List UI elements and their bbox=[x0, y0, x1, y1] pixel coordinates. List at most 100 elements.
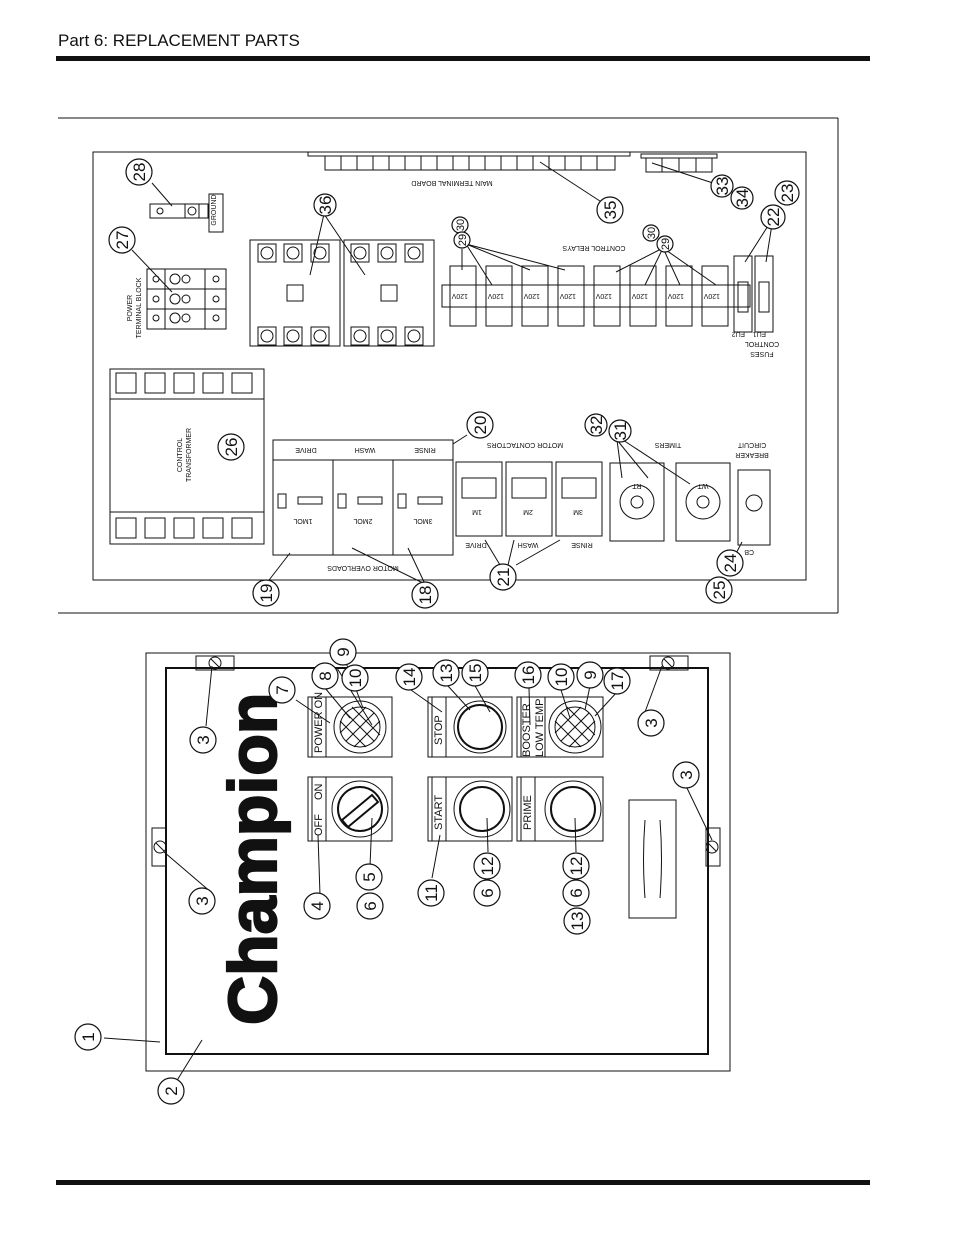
svg-text:18: 18 bbox=[416, 586, 435, 605]
callout-12-b: 12 bbox=[562, 852, 590, 880]
ground-lug: GROUND bbox=[149, 193, 224, 233]
callout-35: 35 bbox=[596, 196, 624, 224]
relay-6-voltage: 120V bbox=[631, 292, 648, 299]
callout-30-b: 30 bbox=[642, 224, 660, 242]
main-terminal-board: MAIN TERMINAL BOARD bbox=[307, 151, 631, 186]
callout-18: 18 bbox=[411, 581, 439, 609]
relay-4-voltage: 120V bbox=[559, 292, 576, 299]
svg-text:3: 3 bbox=[194, 735, 213, 744]
callout-10-b: 10 bbox=[547, 663, 575, 691]
control-fuses-label-2: FUSES bbox=[750, 350, 774, 357]
callout-19: 19 bbox=[252, 579, 280, 607]
svg-text:30: 30 bbox=[455, 219, 467, 231]
callout-9-b: 9 bbox=[576, 661, 604, 689]
svg-text:36: 36 bbox=[316, 196, 335, 215]
overload-top-label-1: DRIVE bbox=[295, 446, 317, 453]
callout-11: 11 bbox=[417, 879, 445, 907]
enclosure-outline bbox=[145, 652, 731, 1072]
off-on-selector-switch[interactable]: OFF ON bbox=[307, 776, 393, 842]
svg-text:10: 10 bbox=[346, 669, 365, 688]
svg-text:29: 29 bbox=[457, 234, 469, 246]
motor-overloads-label: MOTOR OVERLOADS bbox=[327, 564, 399, 571]
svg-text:35: 35 bbox=[601, 201, 620, 220]
callout-26: 26 bbox=[217, 433, 245, 461]
prime-button[interactable]: PRIME bbox=[516, 776, 604, 842]
timer-id-rt: RT bbox=[632, 482, 642, 489]
callout-1: 1 bbox=[74, 1023, 102, 1051]
callout-6-a: 6 bbox=[356, 892, 384, 920]
svg-text:15: 15 bbox=[466, 664, 485, 683]
booster-label: BOOSTER bbox=[521, 703, 533, 757]
svg-text:23: 23 bbox=[778, 184, 797, 203]
start-label: START bbox=[433, 795, 445, 830]
svg-text:13: 13 bbox=[568, 912, 587, 931]
svg-text:21: 21 bbox=[494, 568, 513, 587]
svg-text:3: 3 bbox=[193, 896, 212, 905]
svg-text:1: 1 bbox=[79, 1032, 98, 1041]
control-transformer-label-2: TRANSFORMER bbox=[186, 428, 193, 482]
relay-1-voltage: 120V bbox=[451, 292, 468, 299]
ground-label: GROUND bbox=[211, 194, 218, 225]
upper-panel: MAIN TERMINAL BOARD GROUND bbox=[58, 117, 839, 614]
large-contactors bbox=[249, 239, 435, 347]
svg-text:19: 19 bbox=[257, 584, 276, 603]
relay-3-voltage: 120V bbox=[523, 292, 540, 299]
callout-16: 16 bbox=[514, 661, 542, 689]
stop-button[interactable]: STOP bbox=[427, 696, 513, 758]
callout-22: 22 bbox=[760, 204, 786, 230]
callout-2: 2 bbox=[157, 1077, 185, 1105]
callout-20: 20 bbox=[466, 411, 494, 439]
svg-text:30: 30 bbox=[646, 227, 658, 239]
callout-17: 17 bbox=[603, 667, 631, 695]
circuit-breaker-label-1: CIRCUIT bbox=[737, 441, 766, 448]
svg-text:13: 13 bbox=[437, 664, 456, 683]
svg-text:20: 20 bbox=[471, 416, 490, 435]
svg-text:6: 6 bbox=[478, 888, 497, 897]
callout-4: 4 bbox=[303, 892, 331, 920]
contactor-id-3m: 3M bbox=[573, 508, 583, 515]
callout-3-a: 3 bbox=[189, 726, 217, 754]
callout-23: 23 bbox=[774, 180, 800, 206]
svg-text:31: 31 bbox=[611, 422, 630, 441]
callout-14: 14 bbox=[395, 663, 423, 691]
contactor-id-1m: 1M bbox=[472, 508, 482, 515]
control-transformer-label-1: CONTROL bbox=[177, 438, 184, 472]
svg-text:6: 6 bbox=[361, 901, 380, 910]
lower-leader-lines bbox=[103, 659, 713, 1083]
callout-36: 36 bbox=[313, 193, 337, 217]
control-transformer: CONTROL TRANSFORMER bbox=[109, 368, 265, 545]
callout-15: 15 bbox=[461, 659, 489, 687]
svg-text:34: 34 bbox=[733, 189, 752, 208]
svg-text:9: 9 bbox=[334, 647, 353, 656]
svg-text:27: 27 bbox=[113, 231, 132, 250]
circuit-breaker: CIRCUIT BREAKER CB bbox=[735, 441, 771, 555]
callout-33: 33 bbox=[710, 174, 734, 198]
door-handle[interactable] bbox=[628, 799, 677, 919]
page-title: Part 6: REPLACEMENT PARTS bbox=[58, 31, 300, 50]
relay-5-voltage: 120V bbox=[595, 292, 612, 299]
overload-id-1: 1MOL bbox=[293, 517, 312, 524]
svg-text:3: 3 bbox=[677, 770, 696, 779]
callout-9-a: 9 bbox=[329, 638, 357, 666]
relay-8-voltage: 120V bbox=[703, 292, 720, 299]
start-button[interactable]: START bbox=[427, 776, 513, 842]
callout-28: 28 bbox=[125, 158, 153, 186]
svg-text:11: 11 bbox=[422, 884, 441, 902]
svg-text:2: 2 bbox=[162, 1086, 181, 1095]
callout-3-b: 3 bbox=[637, 709, 665, 737]
overload-id-2: 2MOL bbox=[353, 517, 372, 524]
contactor-bottom-label-2: WASH bbox=[518, 541, 539, 548]
svg-text:29: 29 bbox=[660, 238, 672, 250]
timers-label: TIMERS bbox=[654, 441, 681, 448]
stop-label: STOP bbox=[433, 715, 445, 745]
callout-3-c: 3 bbox=[672, 761, 700, 789]
overload-id-3: 3MOL bbox=[413, 517, 432, 524]
motor-contactors-label: MOTOR CONTACTORS bbox=[487, 441, 564, 448]
circuit-breaker-label-2: BREAKER bbox=[735, 451, 768, 458]
callout-3-d: 3 bbox=[188, 887, 216, 915]
callout-13-b: 13 bbox=[563, 907, 591, 935]
power-terminal-block-label-2: TERMINAL BLOCK bbox=[136, 277, 143, 338]
control-fuses: FU2 FU1 CONTROL FUSES bbox=[732, 255, 779, 357]
booster-low-temp-light: BOOSTER LOW TEMP bbox=[516, 696, 604, 758]
